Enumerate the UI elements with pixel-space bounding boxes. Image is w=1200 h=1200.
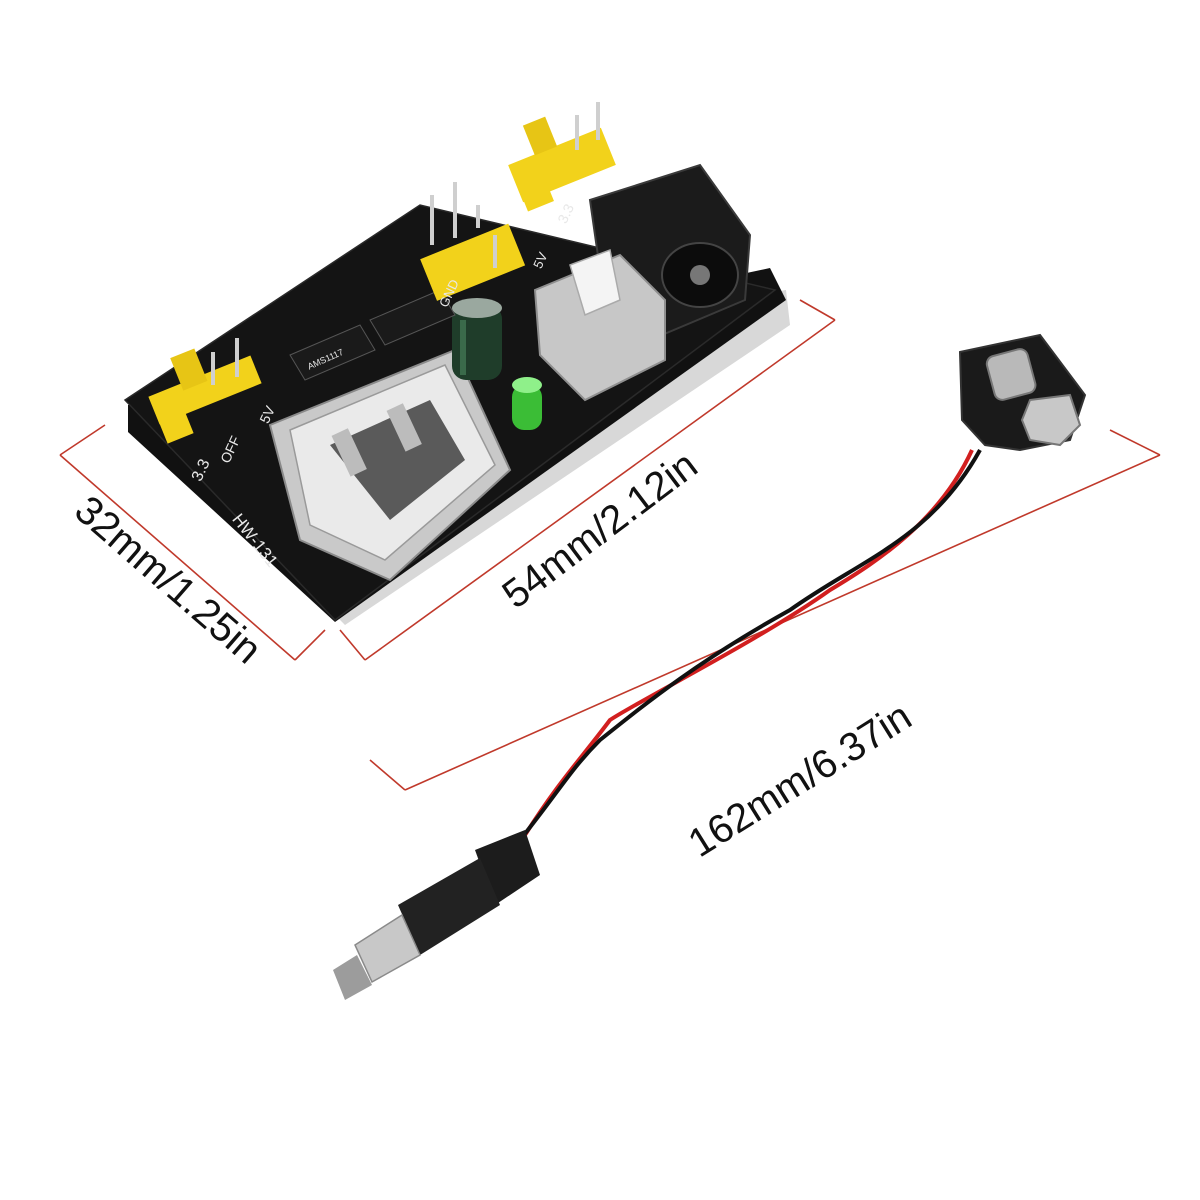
battery-cable	[333, 333, 1087, 1000]
middle-header	[420, 182, 526, 301]
black-wire	[518, 449, 982, 842]
voltage-regulators: AMS1117	[289, 289, 456, 381]
power-switch	[533, 248, 666, 402]
led	[512, 377, 542, 430]
usb-port	[268, 348, 512, 582]
left-header	[148, 338, 262, 444]
silk-right-5v: 5V	[530, 250, 550, 271]
battery-snap	[958, 333, 1087, 452]
breadboard-power-module: AMS1117	[123, 102, 790, 625]
capacitor	[452, 298, 502, 380]
silk-left-5v: 5V	[256, 403, 278, 426]
dc-plug	[333, 830, 540, 1000]
right-header	[508, 102, 616, 212]
silk-right-3v3: 3.3	[554, 201, 577, 226]
